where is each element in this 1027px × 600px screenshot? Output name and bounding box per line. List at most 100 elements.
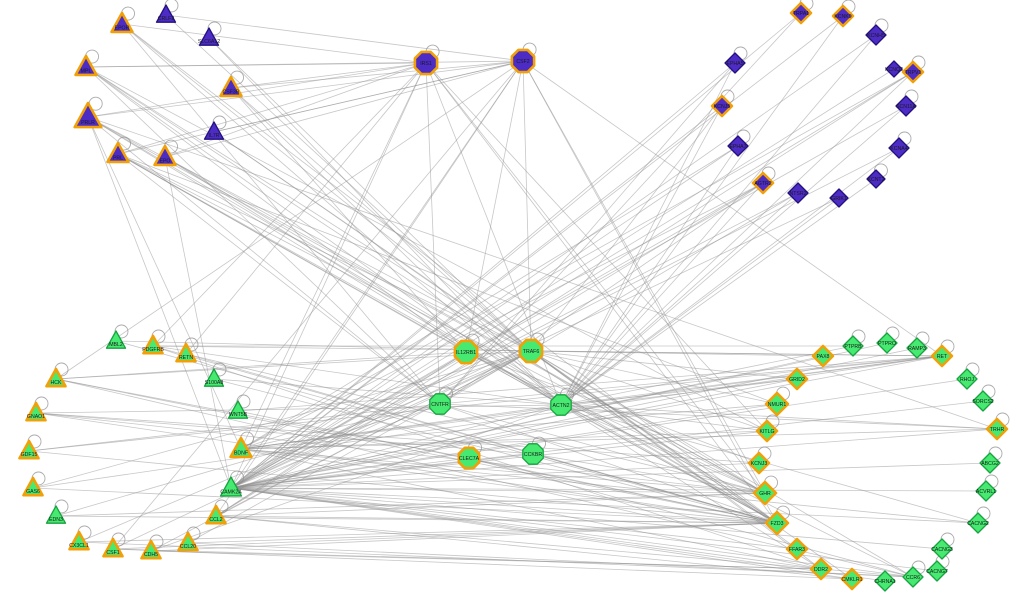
edge-KCNT2-ACTN2: [560, 178, 877, 406]
edge-CSF2-RET: [522, 60, 943, 357]
node-FZD3[interactable]: [764, 510, 790, 536]
node-GHR[interactable]: [752, 480, 778, 506]
node-CACNG3[interactable]: [931, 538, 953, 560]
node-ACTN2[interactable]: [550, 394, 572, 416]
node-S100A8[interactable]: [203, 368, 225, 387]
edge-CRLF2-CSF2: [165, 14, 524, 62]
node-KCNQ3[interactable]: [885, 60, 903, 78]
node-NMUR1[interactable]: [764, 391, 790, 417]
node-GRIK1[interactable]: [829, 188, 849, 208]
node-BDNF[interactable]: [229, 436, 253, 459]
node-CMKLR1[interactable]: [840, 567, 864, 591]
edge-CAMK2A-KITLG: [230, 430, 768, 489]
edge-EPO-ACTN2: [164, 156, 562, 406]
edge-IRS1-BDNF: [240, 62, 427, 450]
node-DDR2[interactable]: [809, 557, 833, 581]
edge-PRLR-TRHR: [87, 116, 998, 430]
node-EPOR[interactable]: [110, 11, 134, 34]
node-MBL2[interactable]: [105, 330, 127, 349]
node-PAX8[interactable]: [811, 344, 835, 368]
edge-TRAF6-CCR6: [530, 350, 914, 578]
node-FFAR3[interactable]: [785, 537, 809, 561]
node-SCN11A[interactable]: [895, 95, 917, 117]
edge-KCNK9-ACTN2: [560, 15, 844, 406]
node-ABCG2[interactable]: [979, 452, 1001, 474]
node-CRLF2[interactable]: [155, 4, 177, 23]
node-EDN3[interactable]: [45, 505, 67, 524]
node-RETN[interactable]: [175, 342, 197, 363]
node-EPHA7[interactable]: [727, 135, 749, 157]
node-CX3CL1[interactable]: [68, 530, 90, 551]
node-RHOJ[interactable]: [956, 368, 978, 390]
edge-TRAF6-KITLG: [530, 350, 768, 432]
node-CLEC7A[interactable]: [457, 446, 481, 470]
edge-CSF3R-IL12RB1: [230, 87, 467, 353]
node-KITLG[interactable]: [755, 419, 779, 443]
node-PDGFRB[interactable]: [142, 334, 164, 355]
node-CCL2[interactable]: [205, 504, 227, 525]
node-IL7R[interactable]: [203, 121, 225, 140]
node-RET[interactable]: [930, 344, 954, 368]
node-SORCS2[interactable]: [972, 390, 994, 412]
node-TRHR[interactable]: [985, 417, 1009, 441]
node-KCNH5[interactable]: [865, 24, 887, 46]
node-CSF3R[interactable]: [219, 75, 243, 98]
node-TRPA1[interactable]: [789, 1, 813, 25]
edge-IRS1-CAMK2A: [230, 62, 427, 489]
node-SLC6A12[interactable]: [198, 27, 220, 46]
node-KCNA4[interactable]: [888, 137, 910, 159]
node-TRAF6[interactable]: [518, 338, 544, 364]
edge-EPHA5-CAMK2A: [230, 62, 736, 489]
node-CNTFR[interactable]: [429, 393, 451, 415]
edge-TRPV1-ACTN2: [560, 71, 914, 406]
node-KCNT2[interactable]: [866, 169, 886, 189]
node-HCK[interactable]: [45, 367, 67, 388]
edge-MPL-TRAF6: [85, 66, 532, 352]
node-TRPV1[interactable]: [901, 60, 925, 84]
edge-WNT5B-FZD3: [237, 410, 778, 524]
node-RAMP3[interactable]: [906, 337, 928, 359]
node-CSF1[interactable]: [102, 537, 124, 558]
edge-TRAF6-GAS6: [32, 350, 532, 489]
edge-KCNH5-ACTN2: [560, 34, 877, 406]
node-CCL20[interactable]: [177, 531, 199, 552]
node-GNAO1[interactable]: [25, 401, 47, 422]
node-CCR6[interactable]: [902, 566, 924, 588]
node-CHRNA1[interactable]: [874, 570, 896, 592]
edge-CRLF2-TRAF6: [165, 14, 532, 352]
node-CDH5[interactable]: [140, 539, 162, 560]
edge-BDNF-TRHR: [240, 428, 998, 450]
node-WNT5B[interactable]: [227, 400, 249, 419]
node-PTPRO[interactable]: [876, 332, 898, 354]
node-KCNJ3[interactable]: [747, 451, 771, 475]
edge-GNAO1-GHR: [35, 412, 766, 494]
node-KCNK9[interactable]: [831, 4, 855, 28]
node-IL12RB1[interactable]: [453, 339, 479, 365]
node-PRL[interactable]: [106, 141, 130, 164]
node-EPO[interactable]: [153, 144, 177, 167]
node-CACNG2[interactable]: [967, 512, 989, 534]
node-MPL[interactable]: [74, 54, 98, 77]
node-CSF2[interactable]: [510, 48, 536, 74]
edge-PRLR-CNTFR: [87, 116, 441, 405]
node-CCKBR[interactable]: [522, 443, 544, 465]
edge-BDNF-KITLG: [240, 430, 768, 450]
node-CACNG7[interactable]: [926, 560, 948, 582]
edge-CNTFR-GDF15: [28, 403, 441, 452]
node-EPHA5[interactable]: [724, 52, 746, 74]
edge-EPOR-TRAF6: [121, 23, 532, 352]
node-PRLR[interactable]: [73, 101, 103, 129]
node-ACVRL1[interactable]: [975, 480, 997, 502]
node-AGTR2[interactable]: [751, 171, 775, 195]
node-GRID2[interactable]: [785, 367, 809, 391]
node-NTSR2[interactable]: [787, 182, 809, 204]
node-GDF15[interactable]: [18, 439, 40, 460]
node-IRS1[interactable]: [413, 50, 439, 76]
node-GAS6[interactable]: [22, 476, 44, 497]
edge-PDGFRB-DDR2: [152, 345, 822, 570]
node-KCNJ5[interactable]: [710, 94, 734, 118]
node-CAMK2A[interactable]: [219, 476, 243, 497]
node-PTPRB[interactable]: [842, 335, 864, 357]
